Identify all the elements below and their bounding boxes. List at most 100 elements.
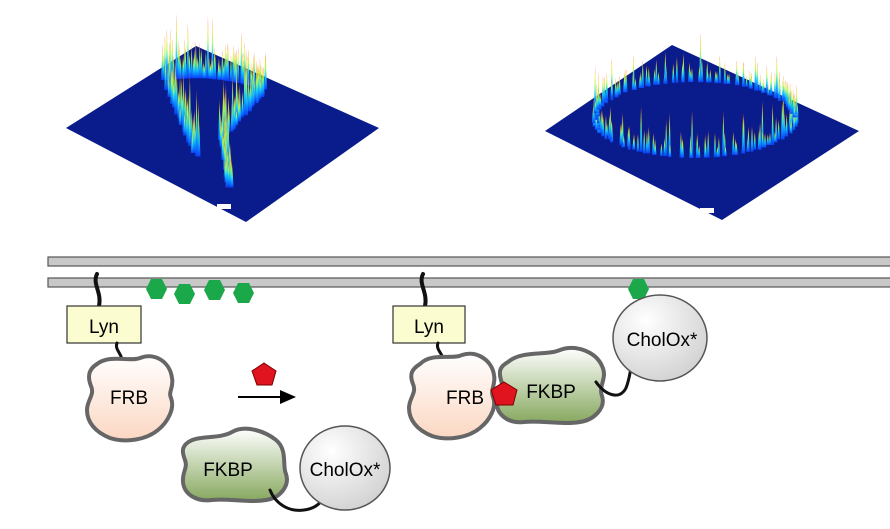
surface-spike — [792, 110, 796, 131]
surface-spike — [771, 103, 775, 146]
frb-domain — [84, 354, 175, 443]
spike-group — [161, 13, 268, 188]
surface-spike — [167, 75, 171, 97]
surface-spike — [765, 65, 769, 93]
surface-spike — [240, 90, 244, 118]
surface-spike — [681, 62, 684, 83]
surface-spike — [175, 13, 178, 79]
surface-spike — [593, 99, 597, 113]
surface-spike — [247, 49, 250, 86]
surface-spike — [639, 104, 643, 152]
surface-spike — [598, 95, 602, 107]
surface-spike — [250, 66, 254, 108]
surface-spike — [622, 73, 626, 93]
surface-spike — [750, 125, 754, 152]
surface-spike — [671, 62, 675, 83]
surface-plot-before — [66, 13, 379, 222]
arrow-head — [280, 390, 296, 404]
surface-spike — [741, 61, 745, 87]
surface-spike — [264, 55, 268, 90]
surface-spike — [761, 129, 765, 148]
surface-spike — [230, 100, 234, 132]
surface-spike — [651, 132, 655, 155]
surface-spike — [668, 143, 672, 158]
surface-spike — [675, 56, 679, 83]
surface-spike — [610, 79, 614, 98]
surface-spike — [698, 65, 701, 83]
surface-spike — [225, 150, 229, 188]
surface-spike — [713, 131, 717, 158]
cholesterol-hexagon — [174, 284, 195, 304]
surface-spike — [235, 73, 239, 126]
rapamycin-pentagon — [490, 381, 518, 406]
surface-spike — [645, 64, 648, 87]
lyn-label: Lyn — [414, 317, 444, 338]
surface-spike — [688, 61, 691, 83]
surface-spike — [777, 119, 781, 140]
surface-spike — [706, 130, 710, 158]
cholox-enzyme — [612, 294, 708, 382]
lyn-anchor-linker — [419, 272, 428, 308]
cholesterol-hexagon — [204, 280, 225, 300]
surface-spike — [654, 58, 658, 85]
surface-spike — [261, 67, 265, 98]
surface-spike — [620, 121, 624, 145]
surface-spike — [766, 133, 770, 146]
surface-spike — [247, 73, 251, 112]
surface-spike — [203, 63, 206, 79]
surface-spike — [796, 103, 799, 118]
surface-spike — [189, 107, 193, 143]
surface-spike — [184, 47, 187, 79]
surface-spike — [742, 112, 746, 154]
surface-spike — [734, 137, 737, 155]
surface-spike — [647, 125, 651, 154]
surface-spike — [793, 105, 797, 118]
surface-spike — [735, 60, 739, 86]
surface-spike — [636, 133, 640, 152]
surface-spike — [593, 66, 597, 113]
surface-spike — [172, 81, 175, 108]
surface-spike — [690, 109, 694, 158]
surface-spike — [249, 76, 252, 112]
surface-spike — [708, 68, 712, 83]
lyn-label: Lyn — [89, 317, 119, 338]
surface-spike — [164, 57, 167, 90]
surface-spike — [745, 76, 748, 87]
surface-spike — [789, 118, 793, 134]
lyn-box — [392, 305, 466, 344]
fkbp-cholox-linker — [268, 488, 324, 512]
fkbp-domain — [180, 426, 289, 503]
surface-spike — [758, 121, 762, 150]
surface-spike — [633, 77, 637, 91]
surface-spike — [617, 80, 621, 95]
surface-spike — [188, 109, 192, 146]
surface-spike — [217, 61, 220, 80]
surface-spike — [226, 42, 230, 81]
surface-spike — [763, 132, 767, 148]
surface-spike — [668, 111, 671, 158]
surface-spike — [178, 105, 182, 125]
surface-spike — [785, 112, 789, 137]
surface-spike — [747, 125, 750, 152]
surface-spike — [186, 23, 190, 79]
surface-spike — [718, 55, 722, 84]
construct-after: Lyn FRB FKBP CholOx* — [392, 272, 708, 441]
fkbp-label: FKBP — [526, 382, 576, 403]
surface-spike — [161, 44, 164, 80]
cholox-label: CholOx* — [310, 460, 381, 481]
construct-before: Lyn FRB FKBP CholOx* — [66, 272, 391, 512]
cholesterol-hexagon — [233, 283, 254, 303]
surface-spike — [236, 47, 240, 83]
cholox-label: CholOx* — [627, 330, 698, 351]
surface-spike — [780, 99, 784, 140]
surface-spike — [178, 73, 182, 122]
surface-spike — [706, 69, 710, 83]
surface-spike — [645, 130, 649, 154]
surface-spike — [723, 62, 727, 85]
surface-spike — [221, 131, 225, 160]
surface-spike — [785, 81, 789, 108]
surface-spike — [748, 70, 752, 89]
surface-spike — [174, 56, 177, 115]
surface-spike — [663, 50, 667, 84]
